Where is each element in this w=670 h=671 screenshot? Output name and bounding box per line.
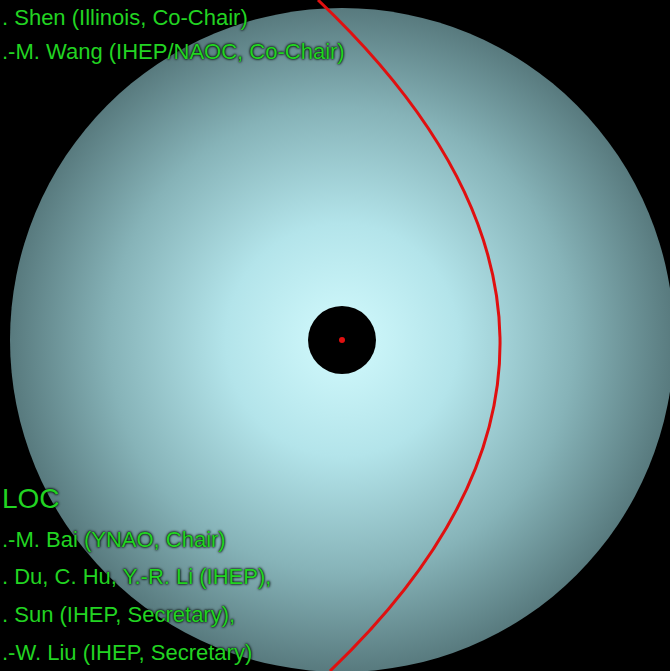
black-hole [308, 306, 376, 374]
committee-line: . Sun (IHEP, Secretary), [2, 602, 235, 628]
committee-line: .-M. Wang (IHEP/NAOC, Co-Chair) [2, 39, 345, 65]
committee-line: . Du, C. Hu, Y.-R. Li (IHEP), [2, 564, 271, 590]
committee-line: . Shen (Illinois, Co-Chair) [2, 5, 248, 31]
committee-line: .-M. Bai (YNAO, Chair) [2, 527, 226, 553]
red-dot [339, 337, 345, 343]
committee-line: .-W. Liu (IHEP, Secretary) [2, 640, 252, 666]
section-heading: LOC [2, 482, 60, 516]
